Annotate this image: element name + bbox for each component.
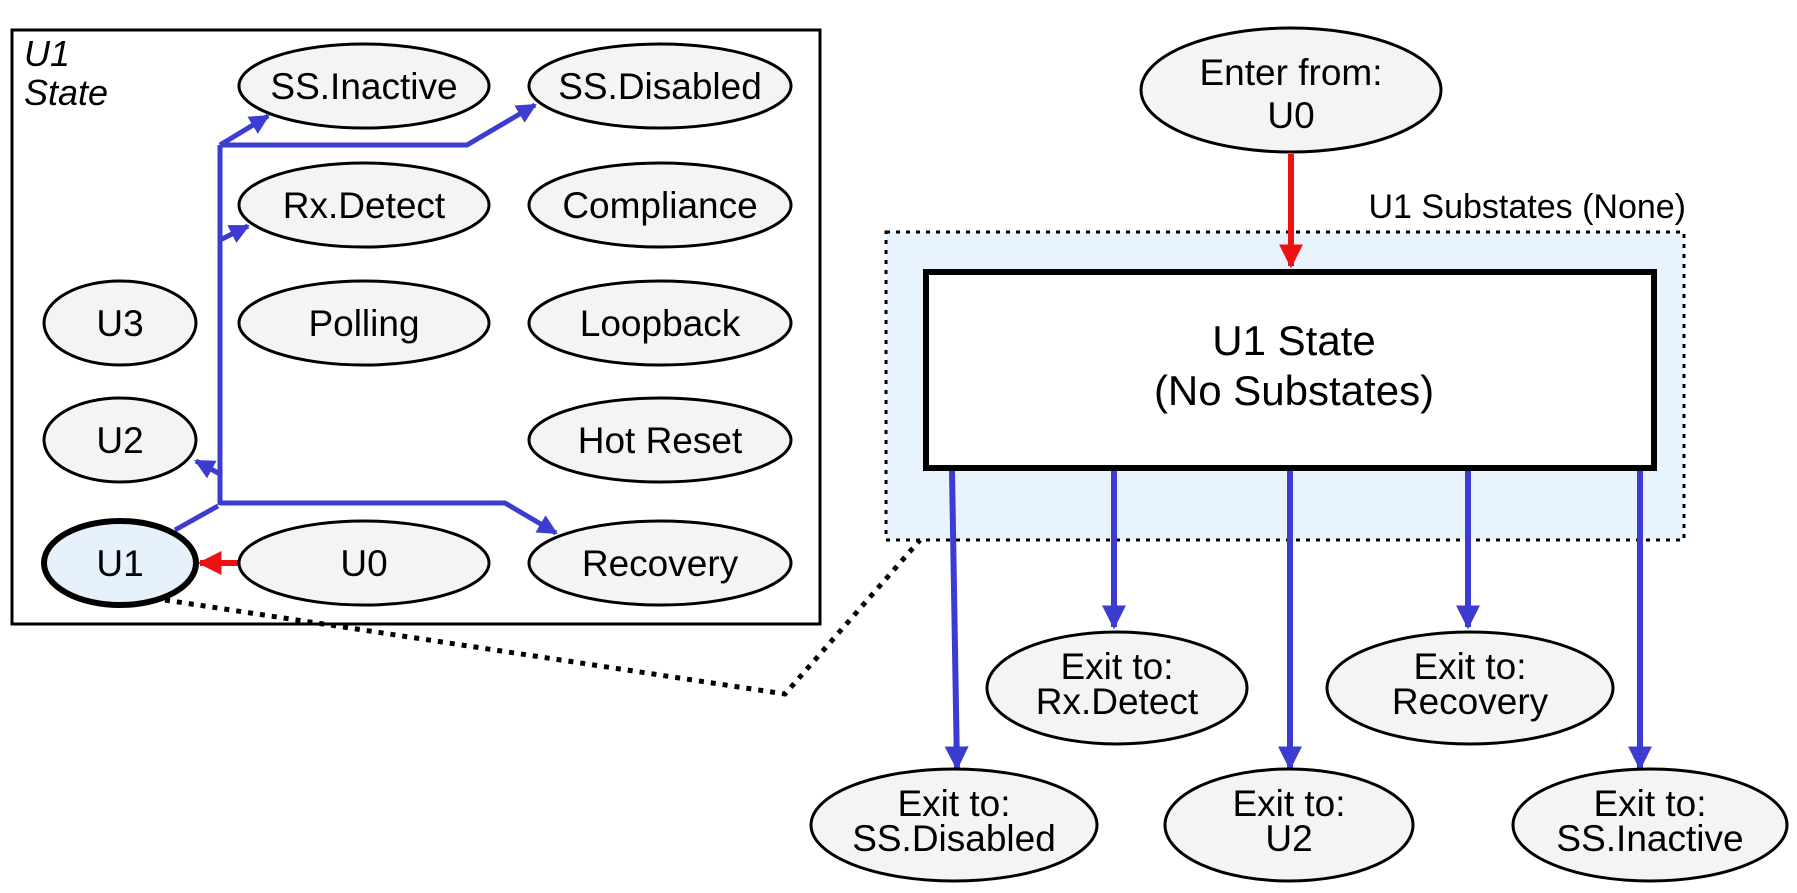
svg-text:U0: U0: [1267, 95, 1314, 136]
svg-text:Recovery: Recovery: [1392, 681, 1549, 722]
zoom-connector: [164, 538, 922, 697]
svg-text:U2: U2: [96, 420, 143, 461]
svg-text:SS.Inactive: SS.Inactive: [1556, 818, 1743, 859]
transition-to-u2: [194, 458, 222, 479]
transition-to-ss-inactive: [218, 113, 270, 148]
exit-node-ss-disabled: Exit to: SS.Disabled: [809, 767, 1099, 883]
svg-text:U1: U1: [96, 543, 143, 584]
overview-node-u3: U3: [42, 279, 198, 367]
svg-text:SS.Inactive: SS.Inactive: [270, 66, 457, 107]
overview-node-rx-detect: Rx.Detect: [237, 161, 491, 249]
svg-text:Hot Reset: Hot Reset: [578, 420, 743, 461]
overview-node-hot-reset: Hot Reset: [527, 396, 793, 484]
transition-to-rx-detect: [218, 223, 250, 243]
exit-node-rx-detect: Exit to: Rx.Detect: [985, 630, 1249, 746]
overview-transitions: [173, 102, 558, 536]
svg-text:SS.Disabled: SS.Disabled: [558, 66, 762, 107]
svg-text:(No Substates): (No Substates): [1154, 367, 1434, 414]
overview-node-recovery: Recovery: [527, 519, 793, 607]
svg-text:Exit to:: Exit to:: [1413, 646, 1526, 687]
svg-text:U0: U0: [340, 543, 387, 584]
svg-text:Exit to:: Exit to:: [897, 783, 1010, 824]
svg-text:Rx.Detect: Rx.Detect: [1036, 681, 1199, 722]
overview-node-u2: U2: [42, 396, 198, 484]
svg-text:Loopback: Loopback: [580, 303, 741, 344]
overview-title-line2: State: [24, 72, 108, 113]
svg-text:U2: U2: [1265, 818, 1312, 859]
overview-node-polling: Polling: [237, 279, 491, 367]
substates-label: U1 Substates (None): [1369, 188, 1687, 226]
svg-text:Recovery: Recovery: [582, 543, 739, 584]
svg-text:Exit to:: Exit to:: [1232, 783, 1345, 824]
svg-text:Exit to:: Exit to:: [1060, 646, 1173, 687]
overview-node-ss-inactive: SS.Inactive: [237, 42, 491, 130]
u1-state-box: U1 State (No Substates): [923, 269, 1657, 471]
entry-node: Enter from: U0: [1139, 26, 1443, 154]
svg-text:SS.Disabled: SS.Disabled: [852, 818, 1056, 859]
overview-node-loopback: Loopback: [527, 279, 793, 367]
exit-arrow-ss-disabled: [944, 470, 969, 771]
svg-text:Rx.Detect: Rx.Detect: [283, 185, 446, 226]
overview-node-u0: U0: [237, 519, 491, 607]
transition-to-ss-disabled: [220, 102, 537, 148]
svg-text:Compliance: Compliance: [562, 185, 757, 226]
exit-arrows: [944, 470, 1652, 771]
exit-node-recovery: Exit to: Recovery: [1325, 630, 1615, 746]
overview-node-u1-current: U1: [41, 518, 199, 608]
overview-node-compliance: Compliance: [527, 161, 793, 249]
overview-title: U1: [24, 33, 70, 74]
transition-to-recovery: [220, 500, 558, 536]
exit-node-u2: Exit to: U2: [1163, 767, 1415, 883]
svg-text:Polling: Polling: [308, 303, 419, 344]
exit-node-ss-inactive: Exit to: SS.Inactive: [1511, 767, 1789, 883]
svg-text:U3: U3: [96, 303, 143, 344]
svg-text:U1 State: U1 State: [1212, 317, 1375, 364]
overview-node-ss-disabled: SS.Disabled: [527, 42, 793, 130]
transition-u1-trunk: [173, 503, 220, 533]
svg-text:Exit to:: Exit to:: [1593, 783, 1706, 824]
svg-text:Enter from:: Enter from:: [1200, 52, 1383, 93]
